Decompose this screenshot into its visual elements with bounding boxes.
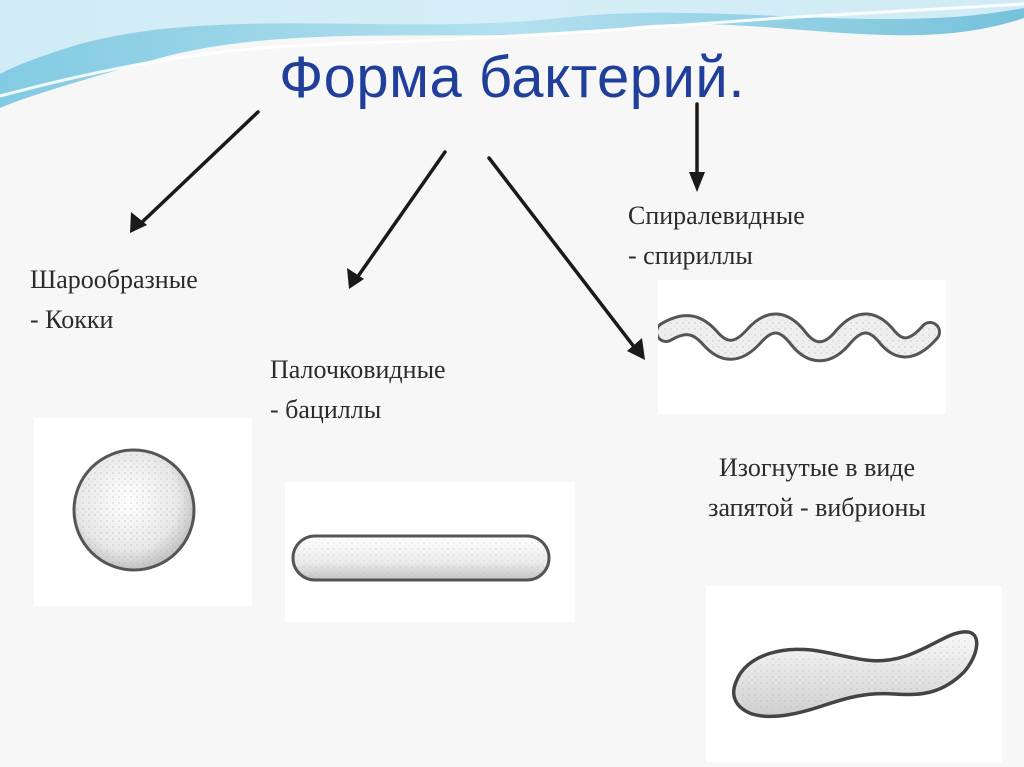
label-cocci-line2: - Кокки xyxy=(30,305,114,334)
label-vibrio-line2: запятой - вибрионы xyxy=(708,493,926,522)
label-bacilli-line1: Палочковидные xyxy=(270,355,446,384)
label-bacilli-line2: - бациллы xyxy=(270,395,382,424)
page-title: Форма бактерий. xyxy=(279,45,745,110)
label-vibrio-line1: Изогнутые в виде xyxy=(718,453,916,482)
decorative-wave xyxy=(0,0,1024,108)
arrow-icon xyxy=(136,110,260,228)
bacillus-image xyxy=(285,482,575,622)
arrowhead-icon xyxy=(627,338,645,360)
label-cocci-line1: Шарообразные xyxy=(30,265,198,294)
label-cocci: Шарообразные - Кокки xyxy=(30,260,198,340)
label-spirilla: Спиралевидные - спириллы xyxy=(628,196,805,276)
rod-bacterium-icon xyxy=(291,534,551,582)
label-spirilla-line2: - спириллы xyxy=(628,241,753,270)
vibrio-image xyxy=(706,586,1002,762)
label-bacilli: Палочковидные - бациллы xyxy=(270,350,446,430)
arrowhead-icon xyxy=(689,172,705,192)
arrowhead-icon xyxy=(347,268,364,289)
spirillum-image xyxy=(658,280,946,414)
comma-bacterium-icon xyxy=(731,630,979,719)
coccus-image xyxy=(34,418,252,606)
arrow-icon xyxy=(352,150,447,284)
label-vibrio: Изогнутые в виде запятой - вибрионы xyxy=(652,448,982,528)
arrow-icon xyxy=(487,156,640,354)
arrowhead-icon xyxy=(130,212,147,233)
label-spirilla-line1: Спиралевидные xyxy=(628,201,805,230)
spiral-bacterium-icon xyxy=(658,312,941,363)
sphere-bacterium-icon xyxy=(72,448,196,572)
